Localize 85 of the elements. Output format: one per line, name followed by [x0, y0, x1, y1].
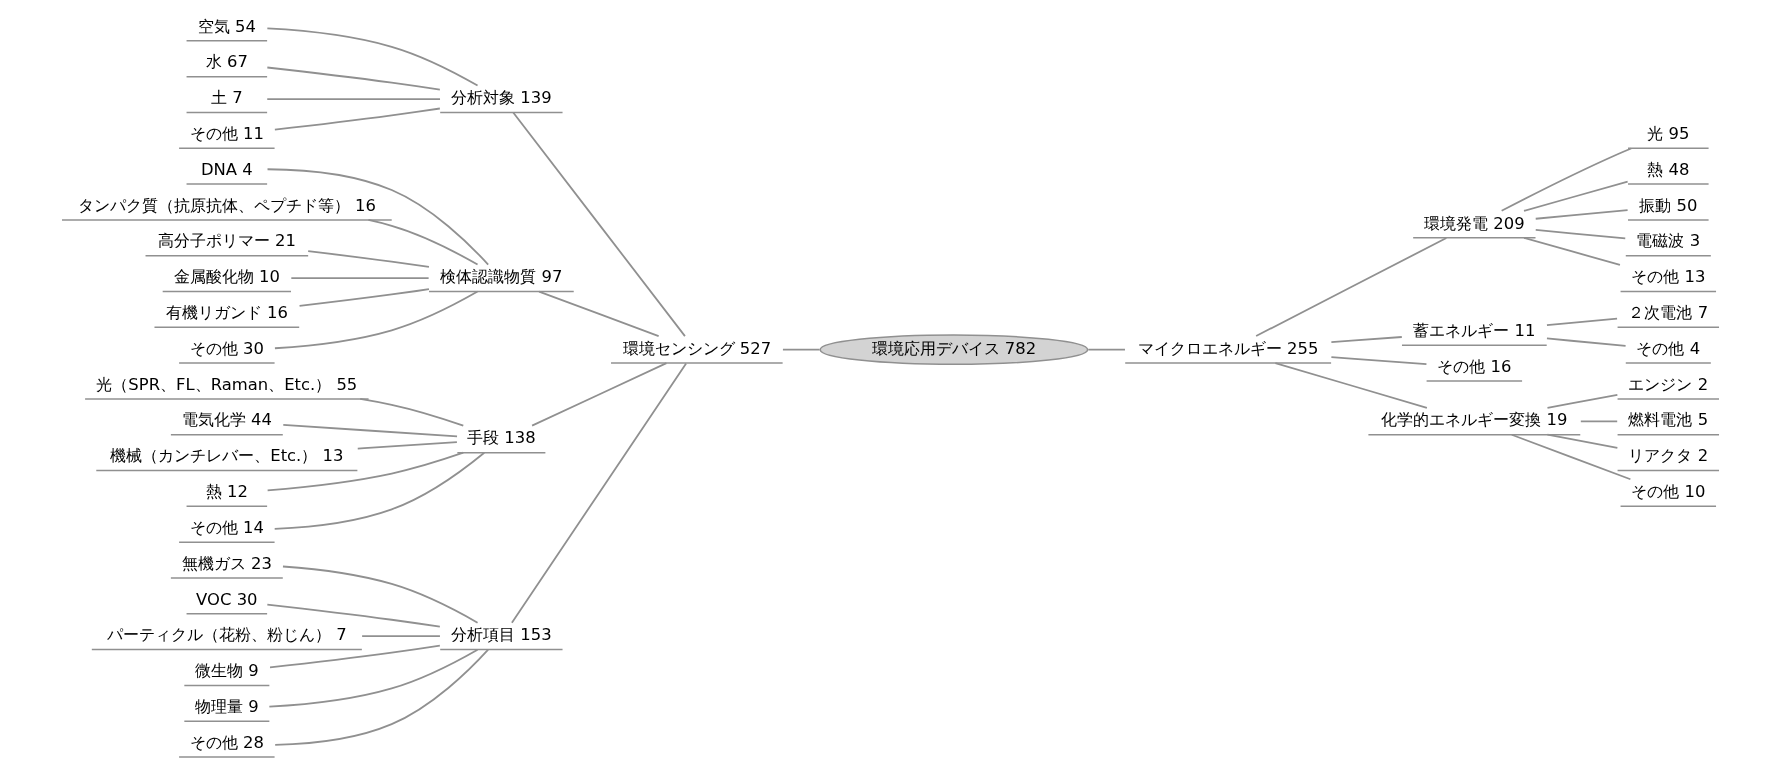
- node-text: その他 14: [189, 517, 264, 537]
- connector: [265, 98, 441, 100]
- connector: [1500, 147, 1632, 212]
- connector: [289, 277, 429, 279]
- node-text: 水 67: [205, 52, 248, 72]
- connector: [1579, 420, 1618, 423]
- connector: [1086, 348, 1126, 351]
- node-text: その他 30: [189, 338, 264, 358]
- node-text: 物理量 9: [194, 696, 259, 716]
- connector: [1329, 336, 1403, 344]
- connector: [1546, 433, 1618, 449]
- node-text: 金属酸化物 10: [173, 267, 280, 287]
- connector: [367, 219, 478, 266]
- node-text: 検体認識物質 97: [439, 267, 562, 287]
- node-ellipse: 環境応用デバイス 782: [818, 334, 1088, 366]
- node-text: 光（SPR、FL、Raman、Etc.） 55: [95, 374, 357, 394]
- connector: [266, 451, 464, 492]
- node-text: 分析項目 153: [450, 625, 552, 645]
- node-text: その他 28: [189, 732, 264, 752]
- node-text: 有機リガンド 16: [165, 303, 288, 323]
- node-text: その他 10: [1630, 482, 1705, 502]
- connector: [1254, 237, 1447, 337]
- connector: [265, 27, 478, 87]
- node-text: 蓄エネルギー 11: [1412, 320, 1535, 340]
- node-text: 無機ガス 23: [181, 553, 272, 573]
- connector: [281, 424, 458, 438]
- connector: [273, 290, 478, 350]
- node-text: 環境センシング 527: [622, 338, 771, 358]
- node-text: 機械（カンチレバー、Etc.） 13: [109, 446, 343, 466]
- node-text: 熱 12: [205, 482, 248, 502]
- connector: [298, 288, 430, 307]
- connector: [273, 648, 489, 746]
- connector: [510, 362, 687, 624]
- connector: [356, 441, 458, 450]
- node-text: 環境発電 209: [1423, 213, 1525, 233]
- node-text: 化学的エネルギー変換 19: [1380, 410, 1567, 430]
- node-text: タンパク質（抗原抗体、ペプチド等） 16: [77, 195, 376, 215]
- node-text: その他 13: [1630, 267, 1705, 287]
- node-text: エンジン 2: [1627, 374, 1708, 394]
- connector: [1274, 362, 1428, 409]
- connector: [1545, 337, 1626, 347]
- connector: [1510, 433, 1631, 481]
- node-text: 高分子ポリマー 21: [157, 231, 296, 251]
- connector: [265, 66, 441, 91]
- node-text: ２次電池 7: [1627, 303, 1708, 323]
- connector: [537, 290, 660, 337]
- node-text: VOC 30: [195, 589, 258, 609]
- connector: [781, 348, 821, 351]
- node-text: 熱 48: [1646, 159, 1689, 179]
- connector: [358, 398, 464, 427]
- node-text: 手段 138: [466, 428, 536, 448]
- node-text: 電磁波 3: [1635, 231, 1700, 251]
- connector: [281, 565, 478, 624]
- node-text: 燃料電池 5: [1627, 410, 1708, 430]
- connector: [1522, 180, 1629, 212]
- node-text: DNA 4: [200, 159, 253, 179]
- connector: [360, 635, 441, 638]
- connector: [1522, 237, 1621, 266]
- connector: [265, 603, 441, 628]
- connector: [268, 644, 441, 669]
- connector: [1545, 317, 1618, 326]
- connector: [306, 250, 430, 268]
- node-text: 光 95: [1646, 124, 1689, 144]
- connector: [273, 451, 485, 530]
- node-text: 電気化学 44: [181, 410, 272, 430]
- node-text: その他 4: [1635, 338, 1700, 358]
- node-text: 分析対象 139: [450, 88, 552, 108]
- connector: [1534, 209, 1628, 220]
- node-text: マイクロエネルギー 255: [1137, 338, 1318, 358]
- node-text: 微生物 9: [194, 661, 259, 681]
- connector: [1534, 229, 1626, 240]
- connector: [1329, 356, 1427, 366]
- node-text: その他 11: [189, 124, 264, 144]
- connector: [511, 111, 686, 338]
- node-text: パーティクル（花粉、粉じん） 7: [106, 625, 347, 645]
- connector: [266, 168, 489, 266]
- node-text: その他 16: [1436, 356, 1511, 376]
- node-text: 空気 54: [197, 16, 256, 36]
- connector: [273, 107, 441, 131]
- node-text: 土 7: [210, 88, 243, 108]
- connector: [1546, 393, 1618, 409]
- node-text: 振動 50: [1638, 195, 1697, 215]
- connector: [530, 362, 667, 427]
- connector: [267, 648, 478, 708]
- node-text: リアクタ 2: [1627, 446, 1708, 466]
